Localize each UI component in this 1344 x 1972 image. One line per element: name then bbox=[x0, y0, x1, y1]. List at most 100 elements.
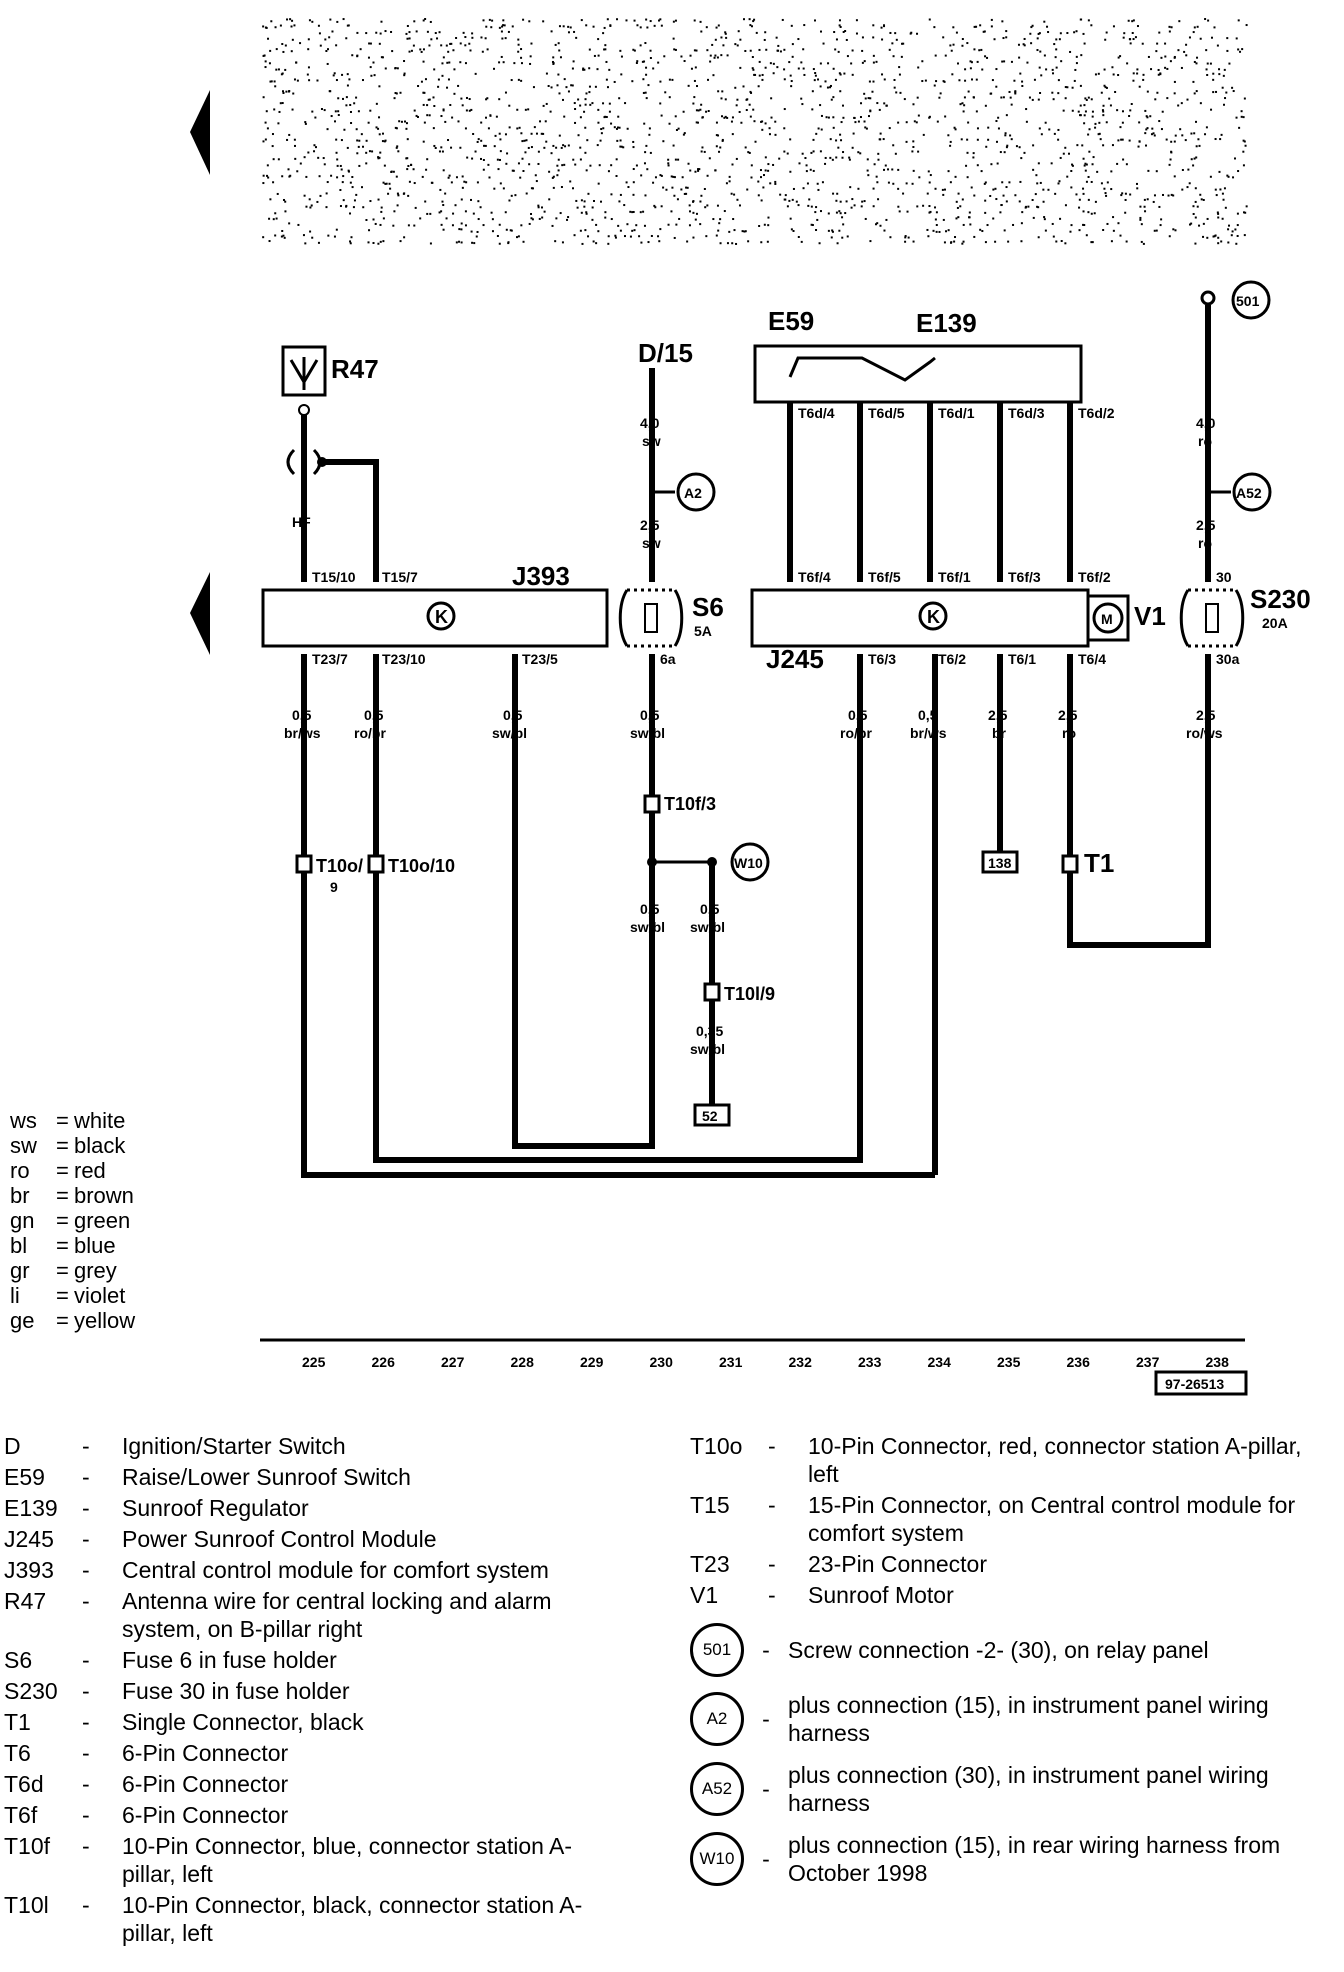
noise-dot bbox=[696, 121, 699, 124]
noise-dot bbox=[619, 193, 622, 196]
noise-dot bbox=[629, 235, 632, 238]
noise-dot bbox=[1195, 62, 1198, 65]
ruler-tick-label: 227 bbox=[441, 1354, 465, 1370]
noise-dot bbox=[580, 211, 583, 214]
noise-dot bbox=[1202, 198, 1205, 201]
noise-dot bbox=[1173, 140, 1176, 143]
noise-dot bbox=[318, 32, 321, 35]
noise-dot bbox=[1100, 182, 1103, 185]
noise-dot bbox=[774, 182, 777, 185]
noise-dot bbox=[833, 31, 836, 34]
noise-dot bbox=[365, 139, 368, 142]
key-desc: 6-Pin Connector bbox=[122, 1802, 289, 1828]
noise-dot bbox=[916, 205, 919, 208]
noise-dot bbox=[582, 67, 585, 70]
noise-dot bbox=[1005, 30, 1008, 33]
ruler-tick-label: 232 bbox=[789, 1354, 813, 1370]
noise-dot bbox=[311, 20, 314, 23]
noise-dot bbox=[373, 74, 376, 77]
noise-dot bbox=[583, 110, 586, 113]
noise-dot bbox=[604, 216, 607, 219]
noise-dot bbox=[1080, 54, 1083, 57]
noise-dot bbox=[891, 168, 894, 171]
noise-dot bbox=[822, 42, 825, 45]
w230top-color: sw bbox=[642, 433, 661, 449]
noise-dot bbox=[635, 62, 638, 65]
noise-dot bbox=[882, 138, 885, 141]
noise-dot bbox=[1023, 44, 1026, 47]
noise-dot bbox=[861, 49, 864, 52]
noise-dot bbox=[768, 133, 771, 136]
noise-dot bbox=[990, 18, 993, 21]
noise-dot bbox=[563, 163, 566, 166]
noise-dot bbox=[754, 73, 757, 76]
noise-dot bbox=[832, 67, 835, 70]
noise-dot bbox=[602, 32, 605, 35]
noise-dot bbox=[1057, 79, 1060, 82]
noise-dot bbox=[916, 96, 919, 99]
noise-dot bbox=[587, 235, 590, 238]
noise-dot bbox=[659, 228, 662, 231]
noise-dot bbox=[622, 146, 625, 149]
noise-dot bbox=[442, 108, 445, 111]
noise-dot bbox=[954, 128, 957, 131]
previous-page-arrow-middle[interactable] bbox=[190, 572, 210, 655]
noise-dot bbox=[867, 97, 870, 100]
noise-dot bbox=[521, 157, 524, 160]
noise-dot bbox=[383, 164, 386, 167]
noise-dot bbox=[585, 169, 588, 172]
noise-dot bbox=[1081, 144, 1084, 147]
noise-dot bbox=[1121, 121, 1124, 124]
noise-dot bbox=[640, 174, 643, 177]
noise-dot bbox=[819, 62, 822, 65]
noise-dot bbox=[592, 240, 595, 243]
noise-dot bbox=[883, 78, 886, 81]
noise-dot bbox=[1002, 96, 1005, 99]
noise-dot bbox=[866, 169, 869, 172]
noise-dot bbox=[520, 62, 523, 65]
noise-dot bbox=[800, 61, 803, 64]
noise-dot bbox=[471, 32, 474, 35]
w236-size: 2,5 bbox=[1058, 707, 1078, 723]
noise-dot bbox=[797, 67, 800, 70]
noise-dot bbox=[1112, 25, 1115, 28]
noise-dot bbox=[872, 24, 875, 27]
noise-dot bbox=[1099, 138, 1102, 141]
noise-dot bbox=[428, 98, 431, 101]
noise-dot bbox=[934, 218, 937, 221]
noise-dot bbox=[262, 25, 265, 28]
noise-dot bbox=[393, 97, 396, 100]
noise-dot bbox=[619, 229, 622, 232]
noise-dot bbox=[623, 235, 626, 238]
noise-dot bbox=[1039, 181, 1042, 184]
noise-dot bbox=[829, 86, 832, 89]
noise-dot bbox=[264, 138, 267, 141]
noise-dot bbox=[1103, 187, 1106, 190]
noise-dot bbox=[992, 217, 995, 220]
noise-dot bbox=[792, 229, 795, 232]
noise-dot bbox=[1094, 122, 1097, 125]
noise-dot bbox=[675, 223, 678, 226]
noise-dot bbox=[1139, 216, 1142, 219]
noise-dot bbox=[1242, 139, 1245, 142]
noise-dot bbox=[1014, 92, 1017, 95]
noise-dot bbox=[772, 163, 775, 166]
noise-dot bbox=[597, 38, 600, 41]
ref-52[interactable] bbox=[693, 1103, 731, 1127]
noise-dot bbox=[964, 68, 967, 71]
noise-dot bbox=[645, 97, 648, 100]
noise-dot bbox=[829, 138, 832, 141]
previous-page-arrow-top[interactable] bbox=[190, 90, 210, 175]
noise-dot bbox=[1177, 49, 1180, 52]
legend-name: red bbox=[74, 1158, 106, 1183]
noise-dot bbox=[314, 116, 317, 119]
ref-138[interactable] bbox=[981, 850, 1019, 874]
noise-dot bbox=[286, 18, 289, 21]
noise-dot bbox=[1146, 127, 1149, 130]
noise-dot bbox=[454, 204, 457, 207]
legend-code: ge bbox=[10, 1308, 35, 1333]
noise-dot bbox=[798, 162, 801, 165]
noise-dot bbox=[659, 102, 662, 105]
noise-dot bbox=[1064, 86, 1067, 89]
noise-dot bbox=[1225, 91, 1228, 94]
